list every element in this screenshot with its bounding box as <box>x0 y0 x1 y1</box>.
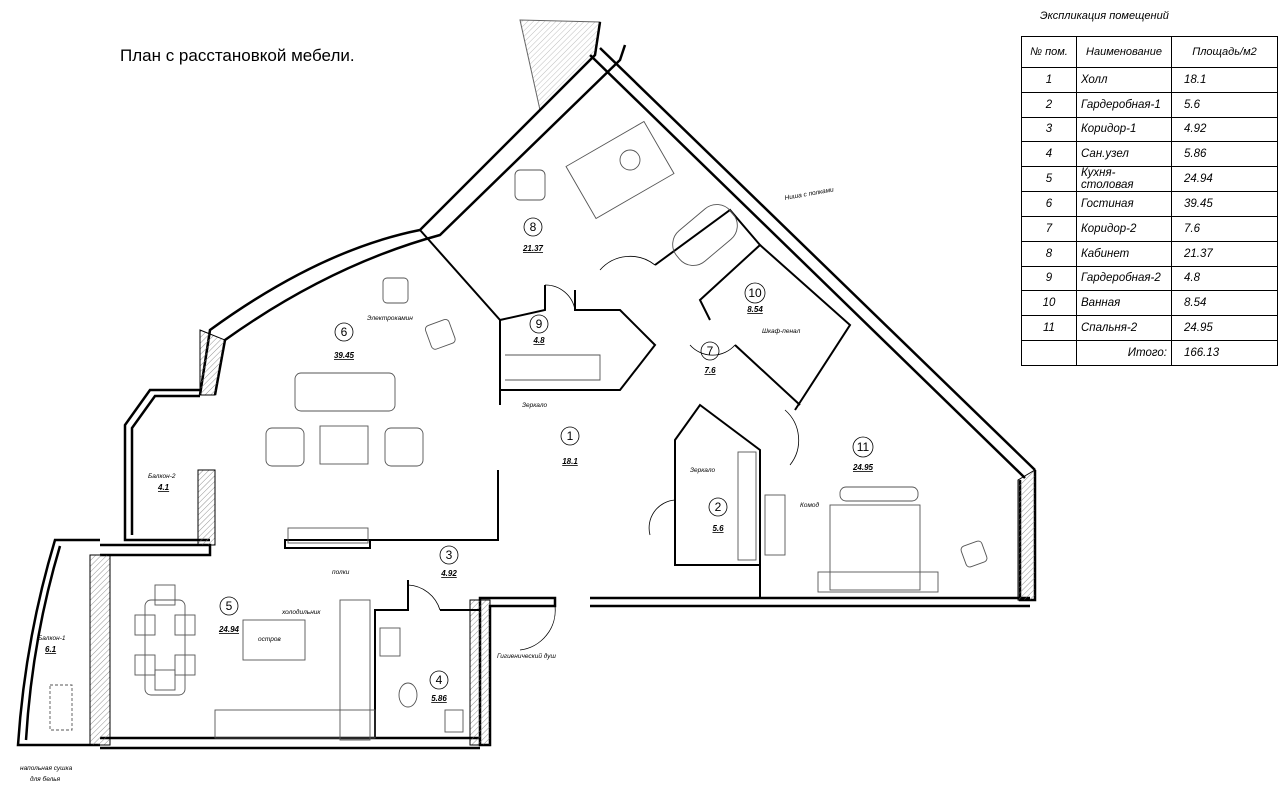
room-marker-2: 25.6 <box>708 497 728 533</box>
svg-text:4.8: 4.8 <box>532 336 545 345</box>
col-area: Площадь/м2 <box>1171 36 1278 68</box>
room-number: 5 <box>1021 166 1077 193</box>
svg-text:7: 7 <box>707 344 714 358</box>
room-marker-6: 639.45 <box>334 322 355 360</box>
room-area: 4.92 <box>1171 116 1278 143</box>
annotation-shelves: полки <box>332 569 350 576</box>
annotations: Электрокамин Зеркало Зеркало полки холод… <box>20 186 835 783</box>
svg-text:39.45: 39.45 <box>334 351 355 360</box>
svg-text:6.1: 6.1 <box>45 645 57 654</box>
doors <box>407 255 800 651</box>
svg-text:5.86: 5.86 <box>431 694 447 703</box>
annotation-cabinet: Шкаф-пенал <box>762 328 801 335</box>
balcony-1-label: Балкон-1 6.1 <box>38 635 66 654</box>
svg-text:8.54: 8.54 <box>747 305 763 314</box>
svg-text:Балкон-1: Балкон-1 <box>38 635 66 642</box>
svg-text:5.6: 5.6 <box>712 524 724 533</box>
annotation-dryer-2: для белья <box>30 775 61 783</box>
interior-walls <box>284 208 852 738</box>
room-area: 39.45 <box>1171 191 1278 217</box>
room-marker-1: 118.1 <box>560 426 580 466</box>
svg-text:2: 2 <box>715 500 722 514</box>
room-number: 6 <box>1021 191 1077 217</box>
plan-title: План с расстановкой мебели. <box>120 46 355 65</box>
annotation-dryer-1: напольная сушка <box>20 765 73 772</box>
furniture <box>49 120 988 741</box>
svg-text:1: 1 <box>567 429 574 443</box>
annotation-dresser: Комод <box>800 501 820 509</box>
room-area: 24.94 <box>1171 166 1278 193</box>
col-name: Наименование <box>1076 36 1172 68</box>
table-header-row: № пом. Наименование Площадь/м2 <box>1021 36 1278 68</box>
room-number: 10 <box>1021 290 1077 317</box>
room-marker-4: 45.86 <box>429 670 449 703</box>
room-marker-9: 94.8 <box>529 314 549 345</box>
svg-text:9: 9 <box>536 317 543 331</box>
room-marker-7: 77.6 <box>700 341 720 375</box>
total-value: 166.13 <box>1171 339 1278 366</box>
svg-text:3: 3 <box>446 548 453 562</box>
annotation-island: остров <box>258 636 281 643</box>
room-number: 9 <box>1021 265 1077 292</box>
annotation-mirror-2: Зеркало <box>690 467 715 474</box>
room-name: Кухня-столовая <box>1076 166 1172 193</box>
room-name: Ванная <box>1076 290 1172 317</box>
balcony-2-label: Балкон-2 4.1 <box>148 473 176 492</box>
table-total-row: Итого: 166.13 <box>1021 339 1278 366</box>
col-number: № пом. <box>1021 36 1077 68</box>
svg-text:7.6: 7.6 <box>704 366 716 375</box>
annotation-mirror: Зеркало <box>522 402 547 409</box>
annotation-fireplace: Электрокамин <box>367 315 413 322</box>
svg-text:5: 5 <box>226 599 233 613</box>
room-name: Спальня-2 <box>1076 315 1172 341</box>
room-marker-5: 524.94 <box>218 596 240 634</box>
svg-text:18.1: 18.1 <box>562 457 578 466</box>
svg-text:10: 10 <box>748 286 762 300</box>
svg-text:6: 6 <box>341 325 348 339</box>
svg-text:24.95: 24.95 <box>852 463 874 472</box>
svg-text:4.1: 4.1 <box>157 483 170 492</box>
wall-hatching <box>89 19 1036 746</box>
annotation-niche: Ниша с полками <box>784 186 834 202</box>
room-name: Холл <box>1076 67 1172 93</box>
room-marker-3: 34.92 <box>439 545 459 578</box>
explication-title: Экспликация помещений <box>1040 10 1169 22</box>
room-marker-10: 108.54 <box>744 282 766 314</box>
annotation-shower: Гигиенический душ <box>497 652 557 660</box>
svg-text:8: 8 <box>530 220 537 234</box>
room-area: 21.37 <box>1171 240 1278 267</box>
svg-text:11: 11 <box>857 440 870 454</box>
room-marker-11: 11 24.95 <box>852 436 874 472</box>
room-area: 4.8 <box>1171 265 1278 292</box>
total-label: Итого: <box>1076 339 1172 366</box>
svg-text:24.94: 24.94 <box>218 625 240 634</box>
svg-text:Балкон-2: Балкон-2 <box>148 473 176 480</box>
annotation-fridge: холодильник <box>281 608 321 616</box>
svg-text:21.37: 21.37 <box>522 244 544 253</box>
exterior-walls <box>16 21 1037 750</box>
room-name: Коридор-2 <box>1076 215 1172 242</box>
room-name: Гардеробная-1 <box>1076 91 1172 118</box>
svg-text:4: 4 <box>436 673 443 687</box>
room-area: 18.1 <box>1171 67 1278 93</box>
svg-text:4.92: 4.92 <box>440 569 457 578</box>
room-marker-8: 821.37 <box>522 217 544 253</box>
